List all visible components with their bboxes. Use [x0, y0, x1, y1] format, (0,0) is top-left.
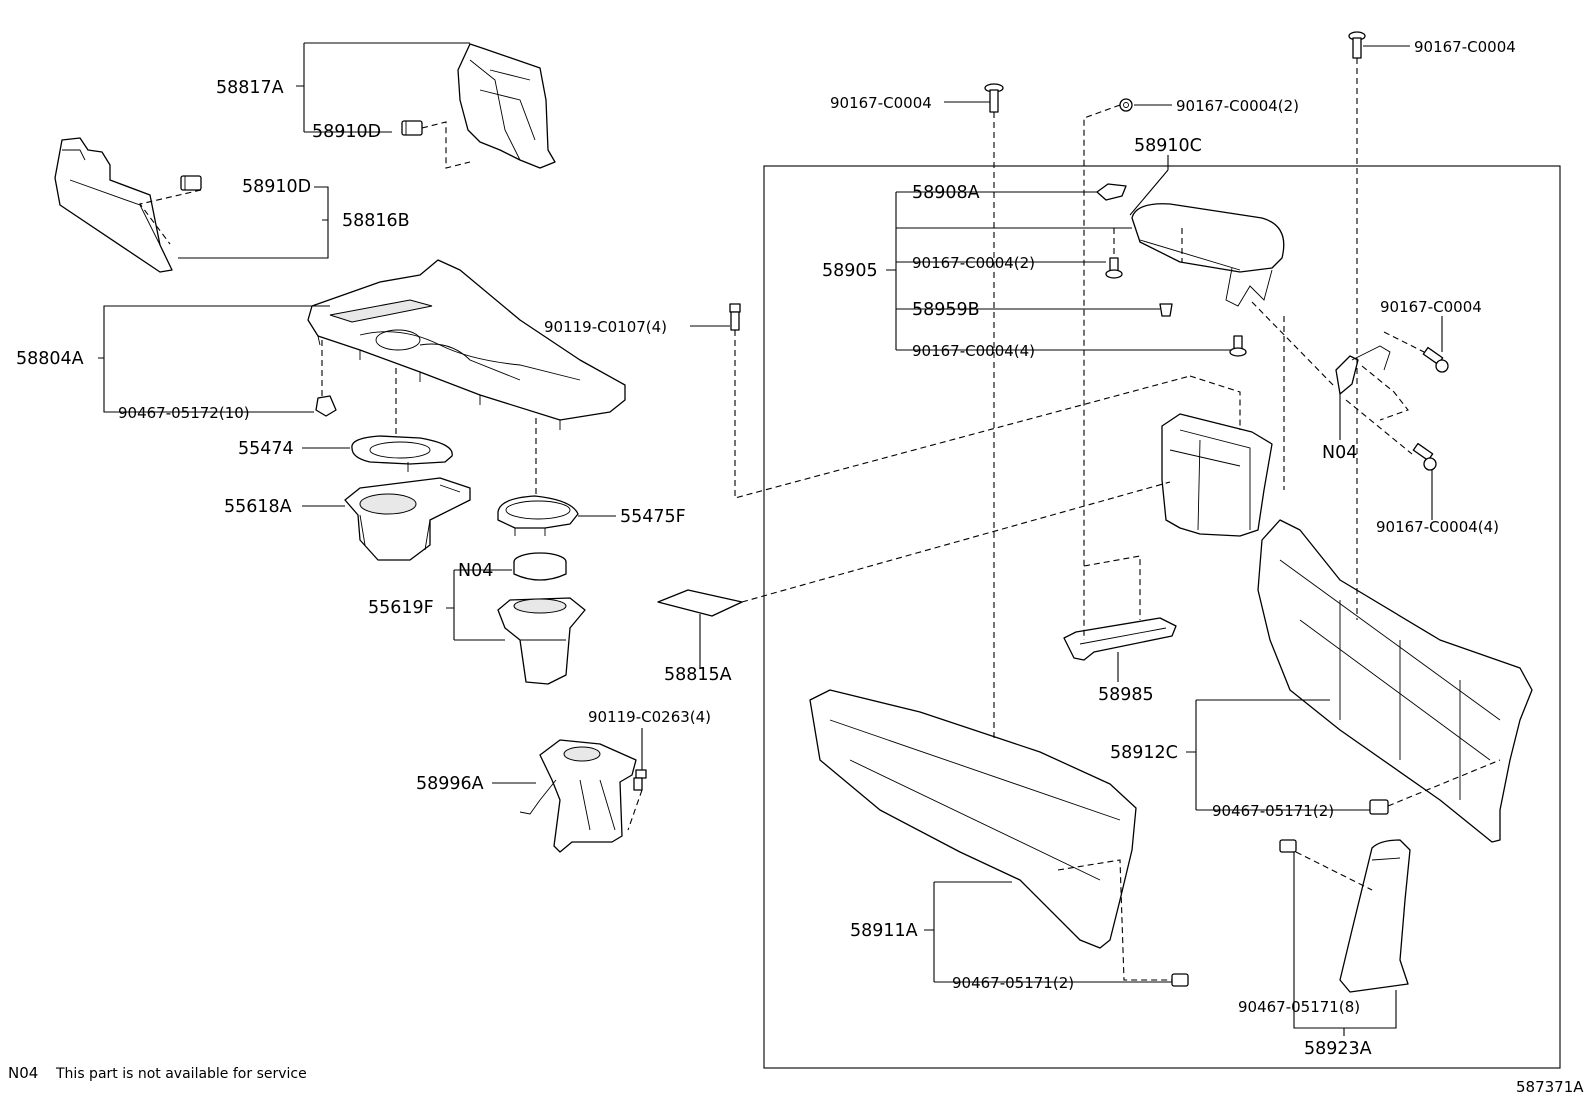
label-58910D-mid: 58910D: [242, 177, 311, 197]
footnote-text: This part is not available for service: [55, 1066, 307, 1082]
label-58996A: 58996A: [416, 774, 484, 794]
part-90167-C0004-2-inner-screw: [1105, 257, 1123, 279]
label-55474: 55474: [238, 439, 294, 459]
part-90467-05171-8-clip: [1279, 839, 1297, 853]
part-storage-box: [1161, 413, 1273, 537]
part-58959B-drawing: [1159, 303, 1173, 317]
part-90167-C0004-4-right-bolt: [1412, 442, 1437, 471]
part-55619F-ring-drawing: [513, 552, 567, 581]
label-58910D-top: 58910D: [312, 122, 381, 142]
label-58959B: 58959B: [912, 300, 980, 320]
part-55619F-cup-drawing: [497, 597, 586, 685]
part-90167-C0004-bolt-right-top: [1348, 31, 1366, 59]
label-90167-C0004-4-right: 90167-C0004(4): [1376, 518, 1499, 536]
label-58908A: 58908A: [912, 183, 980, 203]
alignment-lines: [139, 58, 1501, 981]
part-58816B-drawing: [54, 137, 173, 273]
label-58911A: 58911A: [850, 921, 918, 941]
part-58804A-drawing: [307, 259, 626, 430]
part-58985-drawing: [1063, 617, 1177, 661]
label-90167-C0004-4-inner: 90167-C0004(4): [912, 342, 1035, 360]
label-90167-C0004-right-top: 90167-C0004: [1414, 38, 1516, 56]
label-55475F: 55475F: [620, 507, 686, 527]
part-90167-C0004-bolt-right-mid: [1422, 346, 1449, 373]
label-90467-05172: 90467-05172(10): [118, 404, 250, 422]
part-58911A-drawing: [809, 689, 1137, 949]
label-55619F: 55619F: [368, 598, 434, 618]
label-58912C: 58912C: [1110, 743, 1178, 763]
label-90467-05171-8: 90467-05171(8): [1238, 998, 1360, 1016]
part-90119-C0107-bolt: [729, 303, 741, 331]
label-58804A: 58804A: [16, 349, 84, 369]
part-90467-05172-clip: [315, 395, 337, 417]
diagram-id: 587371A: [1516, 1078, 1584, 1096]
label-N04-right: N04: [1322, 443, 1357, 463]
label-90167-C0004-2-inner: 90167-C0004(2): [912, 254, 1035, 272]
label-58985: 58985: [1098, 685, 1154, 705]
label-90467-05171-2-bottom: 90467-05171(2): [952, 974, 1074, 992]
assembly-frame-58910C: [763, 165, 1561, 1069]
label-90167-C0004-right-mid: 90167-C0004: [1380, 298, 1482, 316]
part-90167-C0004-bolt-a: [984, 83, 1004, 113]
part-90167-C0004-2-top: [1119, 98, 1133, 112]
label-90167-C0004-2-top: 90167-C0004(2): [1176, 97, 1299, 115]
label-N04-left: N04: [458, 561, 493, 581]
part-58910D-mid-clip: [180, 175, 202, 191]
label-58816B: 58816B: [342, 211, 410, 231]
part-58996A-drawing: [519, 739, 637, 853]
part-55474-drawing: [351, 435, 453, 472]
part-58923A-drawing: [1339, 839, 1411, 993]
part-N04-hinge: [1335, 345, 1391, 395]
part-90119-C0263-bolt: [633, 769, 647, 791]
label-58817A: 58817A: [216, 78, 284, 98]
label-58923A: 58923A: [1304, 1039, 1372, 1059]
part-58910D-top-clip: [401, 120, 423, 136]
label-90119-C0107: 90119-C0107(4): [544, 318, 667, 336]
footnote-code: N04: [8, 1064, 38, 1082]
label-58815A: 58815A: [664, 665, 732, 685]
label-90119-C0263: 90119-C0263(4): [588, 708, 711, 726]
part-90467-05171-2-bottom-clip: [1171, 973, 1189, 987]
part-58817A-drawing: [457, 43, 556, 169]
label-90167-C0004-a: 90167-C0004: [830, 94, 932, 112]
part-labels: 58817A 58910D 58910D 58816B 58804A 90467…: [8, 38, 1584, 1096]
part-58912C-drawing: [1257, 519, 1533, 843]
part-58908A-drawing: [1096, 183, 1127, 201]
label-58905: 58905: [822, 261, 878, 281]
leader-lines: [98, 42, 1443, 1036]
part-55475F-drawing: [497, 495, 579, 536]
part-55618A-drawing: [344, 477, 471, 561]
label-55618A: 55618A: [224, 497, 292, 517]
label-90467-05171-2-right: 90467-05171(2): [1212, 802, 1334, 820]
label-58910C: 58910C: [1134, 136, 1202, 156]
part-58815A-drawing: [657, 589, 743, 617]
part-90467-05171-2-right-clip: [1369, 799, 1389, 815]
part-90167-C0004-4-inner-screw: [1229, 335, 1247, 357]
part-58905-armrest-lid: [1131, 203, 1285, 307]
